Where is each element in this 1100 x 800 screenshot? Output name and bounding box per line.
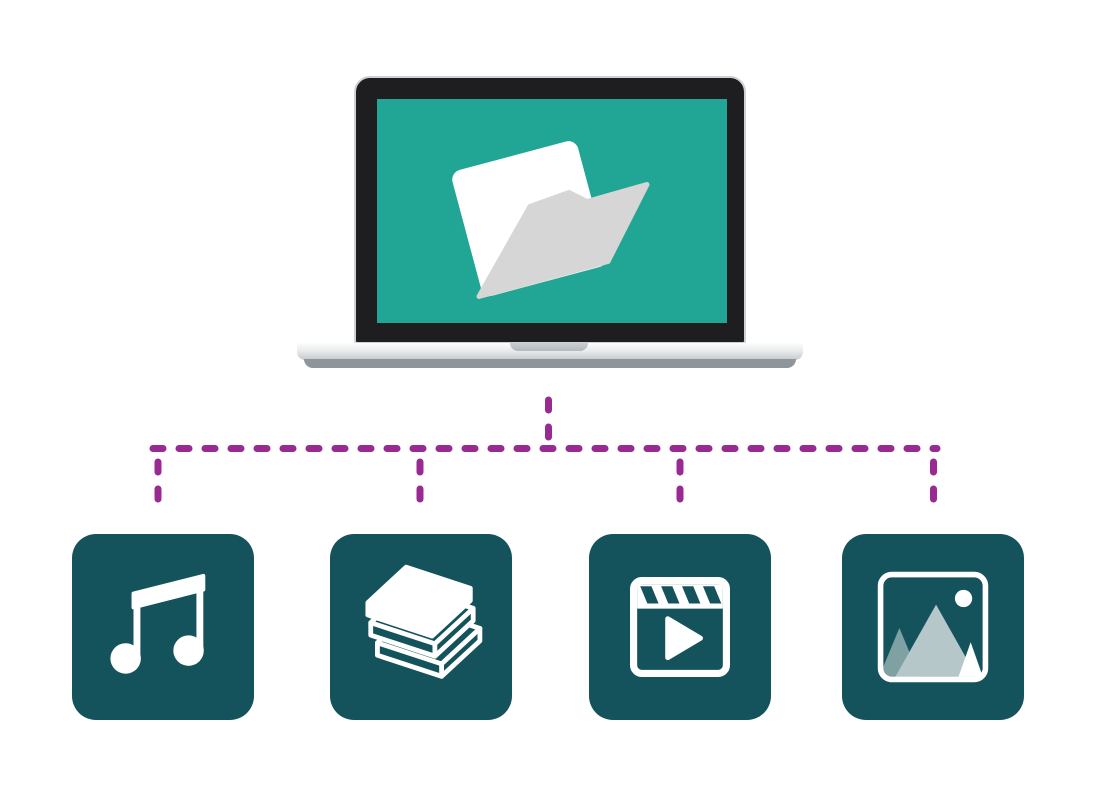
picture-mountains-icon [877,571,989,683]
laptop-base-bottom [304,359,796,368]
tile-books [330,534,512,720]
laptop-screen [377,99,727,323]
tile-video [589,534,771,720]
music-note-icon [110,573,206,674]
open-folder-icon [452,141,650,299]
laptop-base [297,343,803,360]
tile-music [72,534,254,720]
laptop-base-notch [510,343,588,351]
tile-images [842,534,1024,720]
book-stack-icon [365,564,483,679]
film-clapper-play-icon [630,577,730,677]
sun-icon [954,589,973,608]
